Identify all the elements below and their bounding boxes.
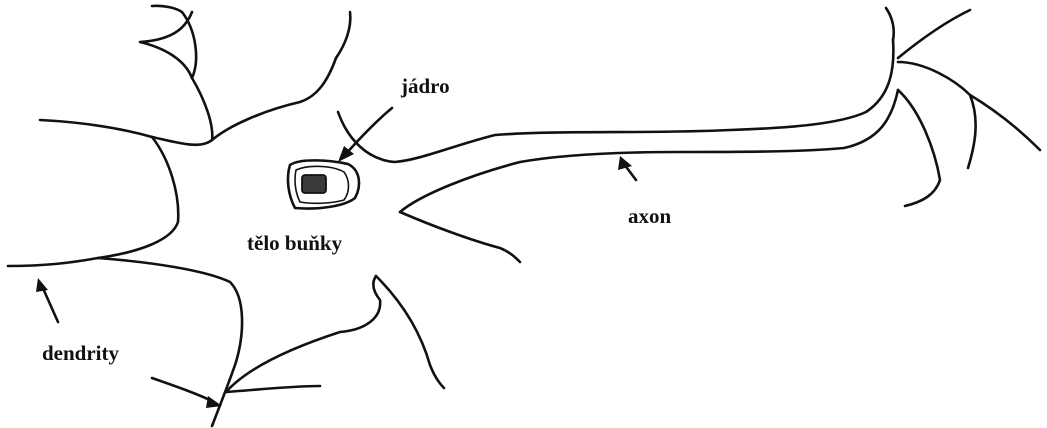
dendrite-top-left	[140, 12, 192, 78]
dendrite-bottom-right	[226, 386, 320, 392]
soma-right-edge	[376, 276, 444, 388]
axon-upper-line	[338, 40, 893, 162]
soma-left-edge	[98, 137, 178, 258]
cell-body-label: tělo buňky	[247, 233, 342, 254]
axon-terminal-right	[898, 62, 976, 168]
axon-hillock-lower	[400, 212, 520, 262]
axon-terminal-top-right	[898, 10, 970, 58]
dendrite-bottom-left	[212, 362, 236, 426]
axon-arrowhead	[618, 156, 632, 170]
soma-lower-left-edge	[98, 258, 230, 282]
dendrite-far-left	[8, 258, 98, 266]
axon-label: axon	[628, 206, 671, 227]
soma-top-left-edge	[152, 78, 212, 145]
soma-top-edge	[212, 58, 336, 140]
axon-terminal-top	[886, 8, 894, 40]
dendrites-label: dendrity	[42, 343, 119, 364]
nucleus-label: jádro	[401, 76, 450, 97]
soma-bottom-left-edge	[230, 282, 242, 362]
nucleus-pointer-line	[344, 108, 392, 156]
dendrite-arrowhead-upper	[36, 278, 48, 292]
dendrite-pointer-line-upper	[42, 286, 58, 322]
dendrite-pointer-line-lower	[152, 378, 214, 402]
axon-lower-line	[400, 90, 898, 212]
axon-terminal-far-right	[970, 95, 1040, 150]
dendrite-top-middle	[336, 12, 350, 58]
dendrite-arrowhead-lower	[206, 396, 222, 408]
dendrite-left	[40, 120, 152, 137]
axon-terminal-lower	[898, 90, 940, 206]
soma-bottom-edge	[226, 276, 380, 392]
nucleolus	[302, 175, 326, 193]
